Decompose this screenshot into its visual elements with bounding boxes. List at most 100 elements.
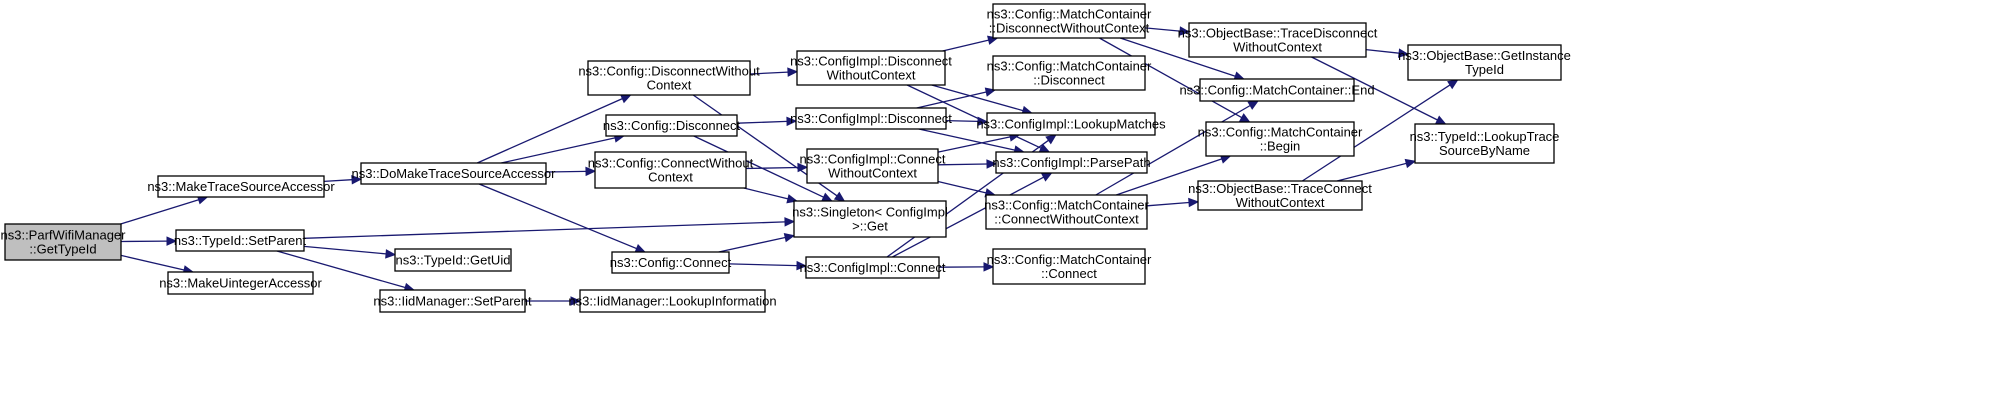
- edge-arrowhead-n1-to-n2: [351, 174, 363, 185]
- edge-n4-to-n11: [931, 84, 1024, 112]
- node-box: [605, 114, 738, 137]
- node-label: ns3::DoMakeTraceSourceAccessor: [352, 166, 557, 181]
- edge-arrowhead-n17-to-n18: [797, 162, 809, 173]
- edge-n5-to-n10: [1099, 37, 1243, 119]
- edge-n4-to-n12: [906, 84, 1042, 149]
- edge-n15-to-n11: [945, 119, 979, 123]
- edge-arrowhead-n3-to-n4: [787, 67, 799, 77]
- graph-node-ns3-configimpl-lookupmatches[interactable]: ns3::ConfigImpl::LookupMatches: [976, 112, 1166, 136]
- graph-node-ns3-config-matchcontainer-disconnect[interactable]: ns3::Config::MatchContainer::Disconnect: [987, 55, 1152, 91]
- node-label: ::GetTypeId: [29, 242, 96, 257]
- edge-n19-to-n20: [1146, 201, 1190, 207]
- graph-node-ns3-objectbase-traceconnect-withoutcontext[interactable]: ns3::ObjectBase::TraceConnectWithoutCont…: [1188, 180, 1372, 211]
- edge-n18-to-n11: [937, 136, 1011, 153]
- graph-node-ns3-config-matchcontainer-connect[interactable]: ns3::Config::MatchContainer::Connect: [987, 248, 1152, 285]
- edge-arrowhead-n6-to-n7: [1398, 48, 1410, 58]
- graph-node-ns3-iidmanager-setparent[interactable]: ns3::IidManager::SetParent: [373, 289, 532, 313]
- node-label: ns3::Config::Connect: [610, 255, 732, 270]
- node-label: ns3::ObjectBase::TraceConnect: [1188, 181, 1372, 196]
- node-box: [579, 289, 766, 313]
- node-label: ns3::ConfigImpl::LookupMatches: [976, 117, 1166, 132]
- graph-node-ns3-config-connect[interactable]: ns3::Config::Connect: [610, 251, 732, 274]
- node-box: [992, 3, 1146, 39]
- graph-node-ns3-objectbase-tracedisconnect-withoutcontext[interactable]: ns3::ObjectBase::TraceDisconnectWithoutC…: [1178, 22, 1378, 58]
- node-box: [394, 248, 512, 272]
- graph-node-ns3-typeid-getuid[interactable]: ns3::TypeId::GetUid: [394, 248, 512, 272]
- edge-n6-to-n7: [1365, 48, 1400, 54]
- graph-node-ns3-configimpl-connect[interactable]: ns3::ConfigImpl::Connect: [800, 256, 946, 279]
- node-label: ::Disconnect: [1033, 73, 1105, 88]
- edge-arrowhead-n26-to-n27: [570, 296, 582, 306]
- node-label: ns3::Singleton< ConfigImpl: [792, 205, 948, 220]
- node-box: [985, 194, 1148, 230]
- graph-node-ns3-config-matchcontainer-begin[interactable]: ns3::Config::MatchContainer::Begin: [1198, 121, 1363, 157]
- node-label: ns3::MakeUintegerAccessor: [159, 276, 322, 291]
- node-label: ns3::ConfigImpl::Disconnect: [790, 54, 952, 69]
- edge-n17-to-n13: [743, 187, 789, 200]
- node-box: [1407, 44, 1562, 81]
- node-box: [167, 271, 314, 295]
- edge-arrowhead-n22-to-n11: [1045, 134, 1057, 145]
- edge-arrowhead-n19-to-n20: [1188, 197, 1200, 208]
- edge-arrowhead-n21-to-n13: [783, 232, 796, 243]
- graph-node-ns3-configimpl-parsepath[interactable]: ns3::ConfigImpl::ParsePath: [992, 151, 1151, 174]
- node-label: ns3::Config::MatchContainer::End: [1179, 83, 1374, 98]
- edge-n3-to-n13: [692, 94, 838, 197]
- edge-arrowhead-n20-to-n8: [1404, 158, 1417, 169]
- edge-n0-to-n28: [120, 254, 185, 271]
- edge-n20-to-n8: [1336, 162, 1407, 182]
- node-box: [1414, 123, 1555, 164]
- node-box: [806, 148, 939, 184]
- edge-arrowhead-n19-to-n9: [1247, 100, 1260, 110]
- graph-node-ns3-configimpl-disconnect[interactable]: ns3::ConfigImpl::Disconnect: [790, 107, 952, 130]
- graph-node-ns3-typeid-setparent[interactable]: ns3::TypeId::SetParent: [174, 229, 307, 252]
- node-label: ns3::Config::ConnectWithout: [588, 156, 754, 171]
- node-box: [1197, 180, 1363, 211]
- graph-node-ns3-config-matchcontainer-end[interactable]: ns3::Config::MatchContainer::End: [1179, 78, 1375, 102]
- node-box: [611, 251, 730, 274]
- edge-n5-to-n6: [1144, 27, 1181, 32]
- graph-node-ns3-config-matchcontainer-disconnectwithoutcontext[interactable]: ns3::Config::MatchContainer::DisconnectW…: [987, 3, 1152, 39]
- edge-n14-to-n15: [736, 120, 788, 124]
- node-label: ns3::Config::MatchContainer: [987, 7, 1152, 22]
- graph-node-ns3-iidmanager-lookupinformation[interactable]: ns3::IidManager::LookupInformation: [568, 289, 777, 313]
- graph-node-ns3-config-disconnect[interactable]: ns3::Config::Disconnect: [603, 114, 741, 137]
- edge-n5-to-n9: [1119, 37, 1236, 77]
- edge-arrowhead-n18-to-n12: [986, 159, 998, 169]
- node-label: ns3::TypeId::SetParent: [174, 233, 307, 248]
- graph-node-ns3-domaketracesourceaccessor[interactable]: ns3::DoMakeTraceSourceAccessor: [352, 162, 557, 185]
- node-label: WithoutContext: [1236, 195, 1325, 210]
- edge-n2-to-n21: [478, 183, 637, 250]
- edge-arrowhead-n21-to-n22: [796, 260, 808, 271]
- edge-n2-to-n3: [476, 98, 623, 164]
- edge-n24-to-n26: [276, 250, 406, 289]
- graph-node-ns3-parfwifimanager-gettypeid[interactable]: ns3::ParfWifiManager::GetTypeId: [1, 223, 127, 261]
- graph-node-ns3-config-disconnectwithout-context[interactable]: ns3::Config::DisconnectWithoutContext: [578, 60, 760, 96]
- node-box: [986, 112, 1156, 136]
- node-box: [793, 200, 947, 238]
- node-label: ns3::ObjectBase::GetInstance: [1398, 48, 1571, 63]
- graph-node-ns3-singleton-configimpl-get[interactable]: ns3::Singleton< ConfigImpl >::Get: [792, 200, 948, 238]
- node-label: ns3::ConfigImpl::ParsePath: [992, 155, 1150, 170]
- node-box: [594, 151, 747, 189]
- node-label: ns3::ConfigImpl::Connect: [800, 152, 946, 167]
- node-label: ::Begin: [1260, 139, 1300, 154]
- graph-node-ns3-config-matchcontainer-connectwithoutcontext[interactable]: ns3::Config::MatchContainer::ConnectWith…: [984, 194, 1150, 230]
- graph-node-ns3-configimpl-connect-withoutcontext[interactable]: ns3::ConfigImpl::ConnectWithoutContext: [800, 148, 946, 184]
- edge-arrowhead-n2-to-n3: [620, 94, 632, 104]
- graph-node-ns3-maketracesourceaccessor[interactable]: ns3::MakeTraceSourceAccessor: [147, 175, 335, 198]
- edge-arrowhead-n14-to-n13: [821, 192, 833, 202]
- edge-arrowhead-n24-to-n25: [385, 249, 397, 259]
- edge-n17-to-n18: [745, 166, 799, 170]
- node-label: ns3::Config::DisconnectWithout: [578, 64, 760, 79]
- edge-arrowhead-n20-to-n7: [1447, 79, 1459, 90]
- graph-node-ns3-makeuintegeraccessor[interactable]: ns3::MakeUintegerAccessor: [159, 271, 322, 295]
- node-label: ::Connect: [1041, 266, 1097, 281]
- graph-node-ns3-configimpl-disconnect-withoutcontext[interactable]: ns3::ConfigImpl::DisconnectWithoutContex…: [790, 50, 952, 86]
- graph-node-ns3-config-connectwithout-context[interactable]: ns3::Config::ConnectWithoutContext: [588, 151, 754, 189]
- node-box: [4, 223, 122, 261]
- edge-arrowhead-n3-to-n13: [833, 191, 846, 202]
- node-label: Context: [648, 170, 693, 185]
